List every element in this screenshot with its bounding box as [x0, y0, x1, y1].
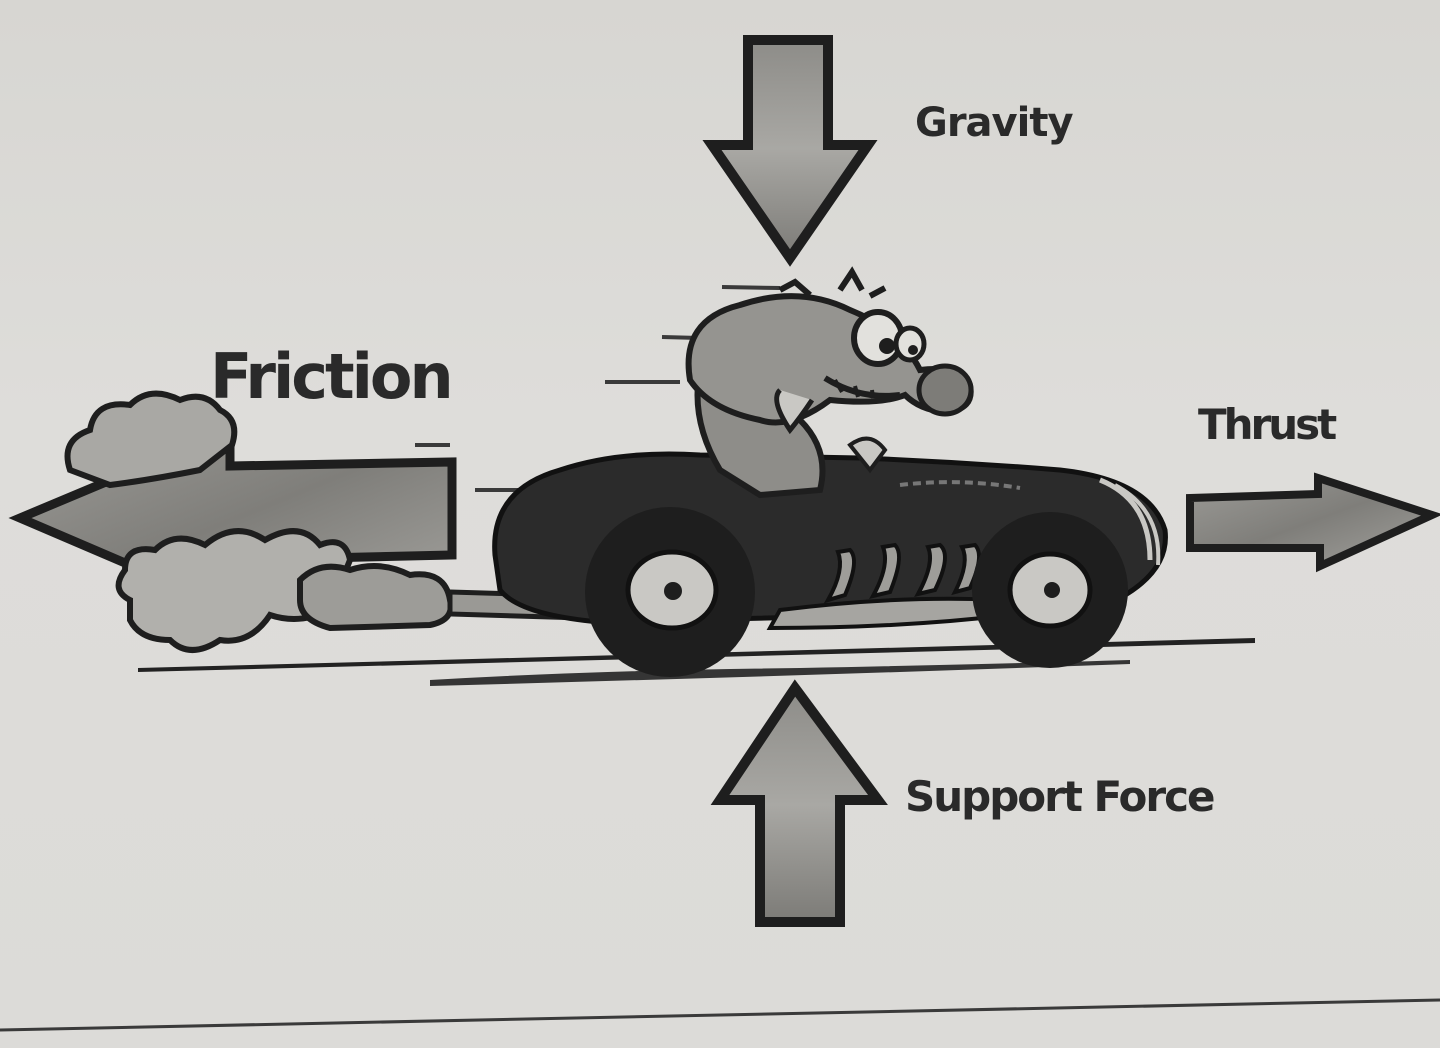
- friction-label: Friction: [210, 340, 454, 413]
- support-force-label: Support Force: [905, 772, 1215, 821]
- car-shadow: [430, 660, 1130, 686]
- gravity-arrow: [702, 35, 878, 267]
- page-edge-line: [0, 998, 1440, 1032]
- support-force-arrow: [710, 679, 888, 927]
- thrust-arrow: [1186, 472, 1440, 573]
- gravity-label: Gravity: [915, 100, 1074, 146]
- dust-cloud-icon: [64, 390, 454, 653]
- race-car-icon: [492, 451, 1168, 677]
- cartoon-driver-icon: [685, 266, 974, 499]
- thrust-label: Thrust: [1198, 400, 1337, 449]
